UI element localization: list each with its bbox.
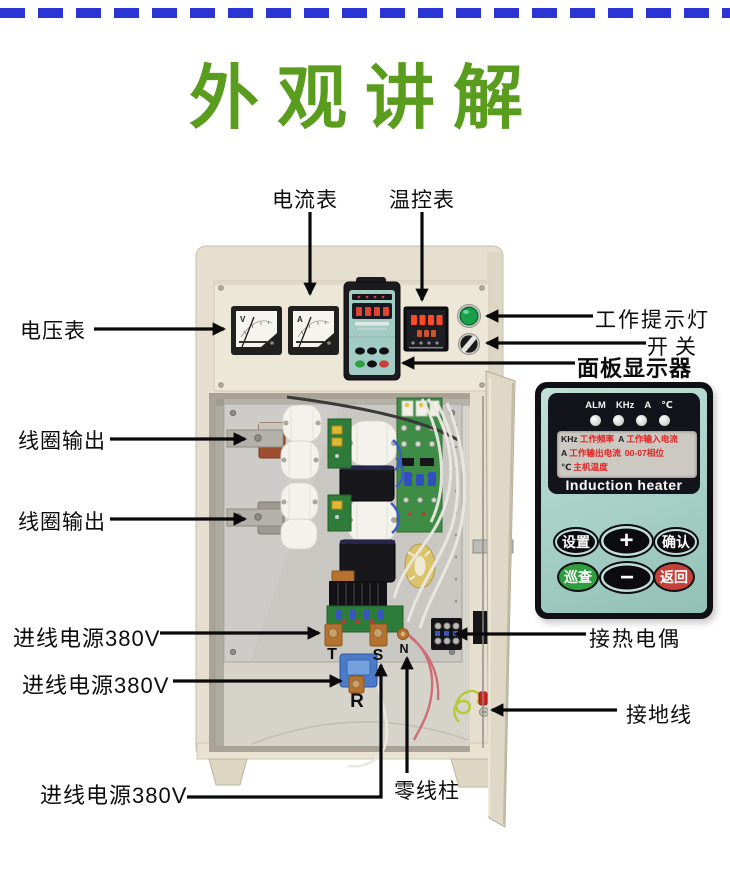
callout-power-switch: 开关	[647, 336, 703, 359]
callout-ground-wire: 接地线	[626, 704, 692, 727]
door-hinge	[473, 611, 490, 644]
callout-coil-output-2: 线圈输出	[18, 511, 106, 534]
voltmeter-analog: V	[231, 306, 282, 355]
page-title: 外观讲解	[189, 59, 541, 137]
temp-led	[659, 415, 670, 426]
wiring	[286, 395, 466, 768]
callout-panel-display: 面板显示器	[577, 356, 693, 381]
terminal-label-t: T	[327, 646, 337, 663]
cabinet-feet	[208, 758, 500, 788]
callout-temp-meter: 温控表	[389, 189, 455, 212]
set-button: 设置	[553, 527, 599, 557]
temp-controller	[403, 306, 449, 352]
voltmeter-letter: V	[240, 315, 246, 324]
led-label-khz: KHz	[615, 400, 635, 411]
central-controller	[343, 277, 401, 381]
amp-led	[636, 415, 647, 426]
led-label-alm: ALM	[585, 400, 606, 411]
film-capacitors	[280, 404, 398, 550]
confirm-button: 确认	[653, 527, 699, 557]
led-label-a: A	[644, 400, 652, 411]
led-dot-row	[548, 415, 700, 426]
callout-power-in-3: 进线电源380V	[40, 783, 188, 808]
callout-ammeter: 电流表	[272, 189, 338, 212]
ammeter-analog: A	[288, 306, 339, 355]
terminal-label-s: S	[373, 647, 384, 664]
terminal-label-r: R	[350, 691, 364, 712]
callout-work-light: 工作提示灯	[595, 309, 710, 332]
back-button: 返回	[653, 562, 695, 592]
alm-led	[590, 415, 601, 426]
callout-power-in-1: 进线电源380V	[13, 626, 161, 651]
callout-neutral-post: 零线柱	[394, 780, 460, 803]
callout-voltmeter: 电压表	[20, 320, 86, 343]
led-label-c: ℃	[661, 400, 673, 411]
terminal-label-n: N	[399, 642, 408, 656]
arrow-power-in-s	[187, 662, 388, 799]
callout-thermocouple: 接热电偶	[589, 628, 681, 651]
plus-button: +	[599, 524, 654, 558]
work-indicator-light	[457, 304, 481, 328]
callout-arrows	[94, 212, 646, 799]
callout-coil-output-1: 线圈输出	[18, 430, 106, 453]
top-dashed-divider	[0, 8, 730, 18]
ammeter-letter: A	[297, 315, 303, 324]
minus-button: −	[599, 561, 655, 594]
led-label-row: ALM KHz A ℃	[548, 400, 700, 411]
callout-power-in-2: 进线电源380V	[22, 673, 170, 698]
power-switch-knob	[458, 333, 480, 355]
patrol-button: 巡查	[557, 562, 599, 592]
brand-text: Induction heater	[565, 477, 683, 493]
khz-led	[613, 415, 624, 426]
